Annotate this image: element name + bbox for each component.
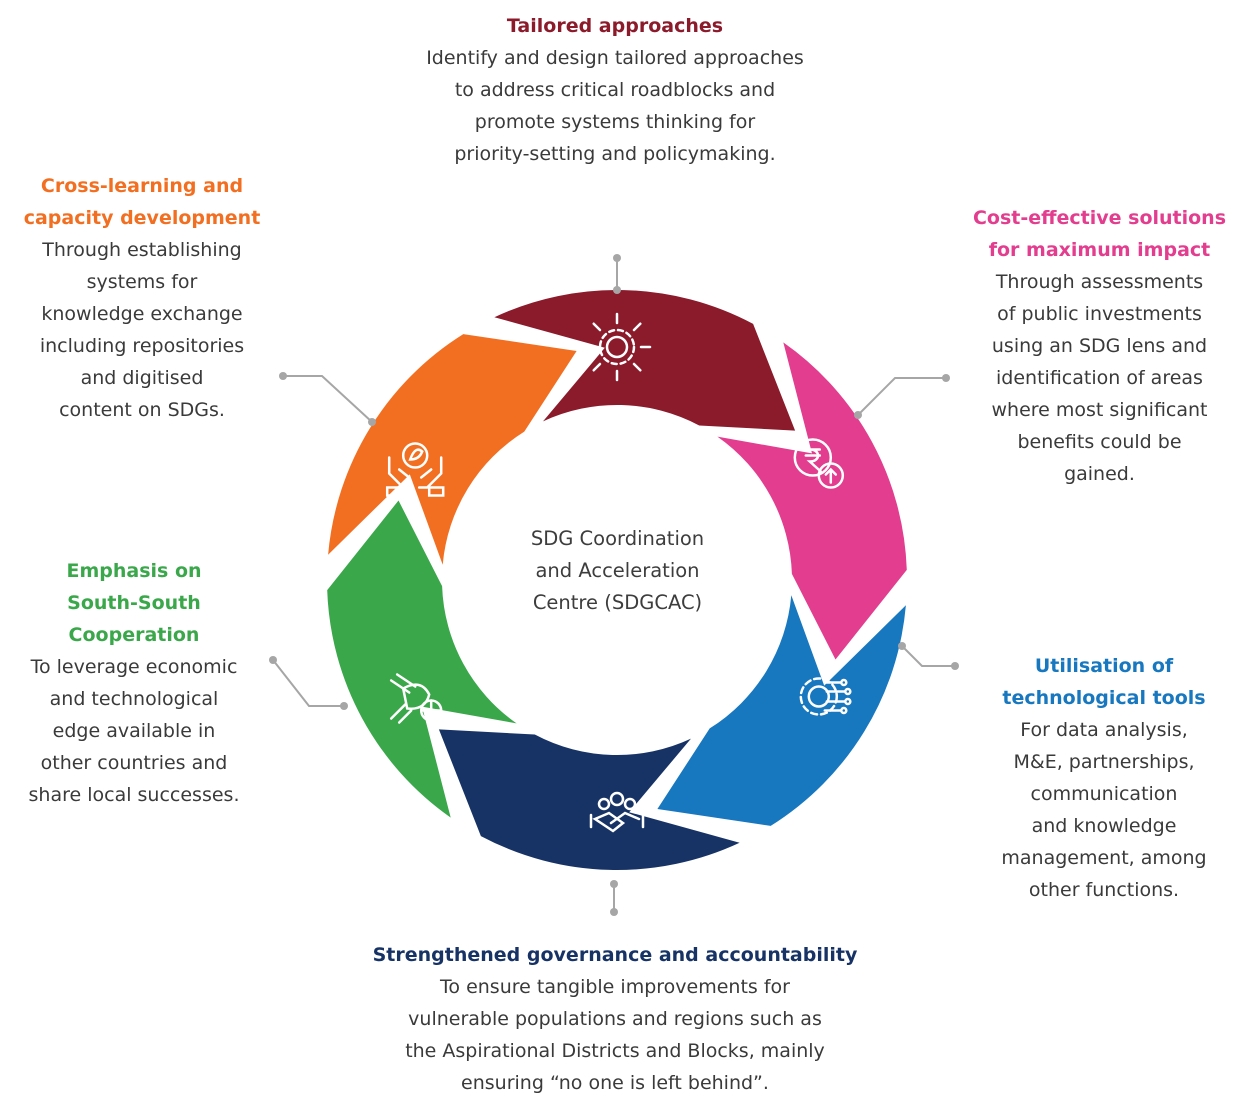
connector-top-right	[857, 377, 946, 416]
connector-top-left-dot	[279, 372, 287, 380]
block-body: To leverage economic and technological e…	[28, 656, 240, 806]
block-title: Emphasis on South-South Cooperation	[66, 560, 202, 646]
block-title: Cost-effective solutions for maximum imp…	[972, 207, 1227, 261]
connector-top-right-dot	[942, 374, 950, 382]
connector-bottom-dot	[610, 908, 618, 916]
segment-bottom-left	[327, 500, 517, 818]
block-body: Through establishing systems for knowled…	[39, 239, 245, 421]
gear-arrows-icon	[582, 312, 652, 382]
connector-bottom-left	[272, 659, 344, 707]
cycle-ring	[327, 289, 907, 871]
connector-top-dot	[613, 254, 621, 262]
gear-circuit-icon	[799, 677, 852, 716]
connector-bottom-left-dot	[340, 702, 348, 710]
block-title: Utilisation of technological tools	[1002, 655, 1206, 709]
segment-top	[494, 289, 796, 431]
block-strengthened-governance: Strengthened governance and accountabili…	[330, 939, 900, 1099]
segment-bottom	[438, 729, 740, 871]
block-tailored-approaches: Tailored approaches Identify and design …	[360, 10, 870, 170]
rupee-up-arrow-icon	[793, 438, 845, 489]
connector-bottom-left-dot	[269, 656, 277, 664]
block-cost-effective-solutions: Cost-effective solutions for maximum imp…	[960, 202, 1239, 490]
hands-leaf-globe-icon	[385, 442, 445, 497]
joined-hands-globe-icon	[389, 673, 443, 724]
connector-top-right-dot	[854, 411, 862, 419]
block-cross-learning: Cross-learning and capacity development …	[6, 170, 278, 426]
connector-bottom-dot	[610, 880, 618, 888]
block-title: Strengthened governance and accountabili…	[372, 944, 858, 966]
connector-top-left	[283, 375, 373, 423]
center-label: SDG Coordination and Acceleration Centre…	[530, 527, 705, 614]
connector-bottom-right	[901, 645, 955, 667]
connector-top-dot	[613, 286, 621, 294]
segment-bottom-right	[657, 595, 906, 826]
block-body: Through assessments of public investment…	[991, 271, 1208, 485]
block-body: Identify and design tailored approaches …	[426, 47, 804, 165]
segment-top-right	[717, 342, 907, 660]
people-handshake-icon	[589, 791, 645, 833]
connector-bottom-right-dot	[951, 662, 959, 670]
block-technological-tools: Utilisation of technological tools For d…	[975, 650, 1233, 906]
connector-top-left-dot	[368, 418, 376, 426]
block-title: Cross-learning and capacity development	[23, 175, 261, 229]
block-south-south-cooperation: Emphasis on South-South Cooperation To l…	[0, 555, 268, 811]
block-title: Tailored approaches	[506, 15, 724, 37]
segment-top-left	[328, 334, 577, 565]
connectors	[269, 254, 959, 916]
segment-icons	[385, 312, 852, 833]
block-body: For data analysis, M&E, partnerships, co…	[1001, 719, 1207, 901]
connector-bottom-right-dot	[898, 642, 906, 650]
block-body: To ensure tangible improvements for vuln…	[405, 976, 825, 1094]
